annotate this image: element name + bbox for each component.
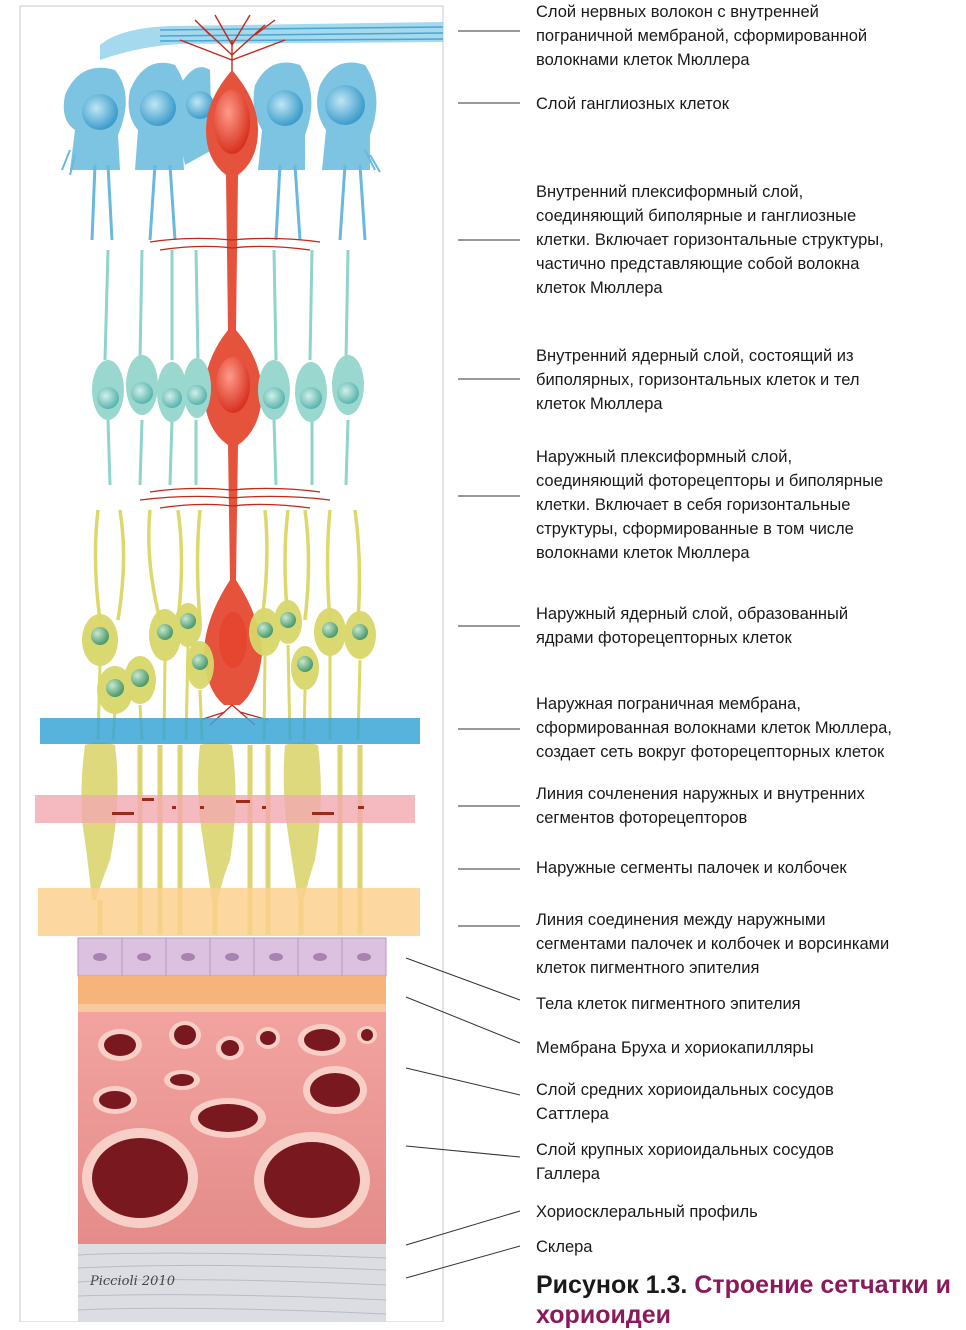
label-haller: Слой крупных хориоидальных сосудов Галле… bbox=[536, 1138, 834, 1186]
label-outer-nuclear: Наружный ядерный слой, образованный ядра… bbox=[536, 602, 848, 650]
label-connection-line: Линия соединения между наружными сегмент… bbox=[536, 908, 889, 980]
label-outer-limiting: Наружная пограничная мембрана, сформиров… bbox=[536, 692, 892, 764]
figure-caption: Рисунок 1.3. Строение сетчатки и хориоид… bbox=[536, 1270, 956, 1330]
label-inner-nuclear: Внутренний ядерный слой, состоящий из би… bbox=[536, 344, 859, 416]
label-outer-plexiform: Наружный плексиформный слой, соединяющий… bbox=[536, 445, 883, 565]
label-outer-segments: Наружные сегменты палочек и колбочек bbox=[536, 856, 847, 880]
caption-number: Рисунок 1.3. bbox=[536, 1271, 687, 1299]
label-sclera: Склера bbox=[536, 1235, 592, 1259]
label-nerve-fiber-layer: Слой нервных волокон с внутренней погран… bbox=[536, 0, 867, 72]
label-ganglion-layer: Слой ганглиозных клеток bbox=[536, 92, 729, 116]
label-inner-plexiform: Внутренний плексиформный слой, соединяющ… bbox=[536, 180, 884, 300]
label-rpe-bodies: Тела клеток пигментного эпителия bbox=[536, 992, 801, 1016]
label-bruch: Мембрана Бруха и хориокапилляры bbox=[536, 1036, 814, 1060]
label-junction-line: Линия сочленения наружных и внутренних с… bbox=[536, 782, 865, 830]
label-choroscleral: Хориосклеральный профиль bbox=[536, 1200, 758, 1224]
label-sattler: Слой средних хориоидальных сосудов Саттл… bbox=[536, 1078, 834, 1126]
